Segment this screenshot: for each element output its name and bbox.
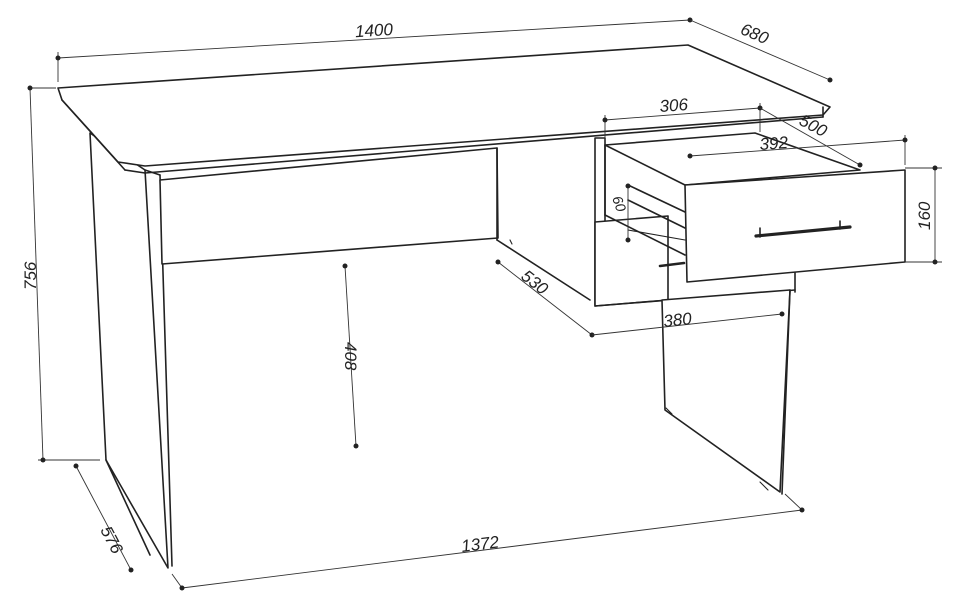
dim-dot: [128, 567, 134, 573]
dim-line-top-width: [57, 19, 691, 59]
label-top-width: 1400: [354, 20, 393, 41]
tabletop-front-edge: [61, 99, 126, 171]
dim-dot: [27, 85, 33, 91]
dim-dot: [857, 162, 863, 168]
dim-dot: [602, 117, 608, 123]
label-inner-width: 1372: [460, 532, 500, 556]
desk-structure: [57, 44, 906, 569]
dim-line-legroom: [344, 265, 357, 447]
dim-ext-inner-left: [171, 573, 183, 589]
dim-dot: [55, 55, 61, 61]
dim-dot: [902, 137, 908, 143]
dim-dot: [827, 77, 833, 83]
foot-left: [509, 239, 513, 245]
module-lower-front: [594, 215, 669, 307]
drawer-body: [604, 132, 861, 186]
drawer-slide-runner: [627, 229, 686, 241]
dim-dot: [495, 259, 501, 265]
dim-dot: [179, 585, 185, 591]
right-panel-front: [781, 289, 791, 495]
dim-line-drawer-width: [604, 107, 761, 121]
foot-right-front: [759, 481, 769, 491]
tabletop-front-bottom: [144, 116, 824, 174]
dim-dot: [73, 463, 79, 469]
drawer-front: [684, 169, 906, 283]
dim-dot: [625, 183, 631, 189]
dim-dot: [779, 311, 785, 317]
dim-line-inner-width: [181, 509, 803, 589]
label-height: 756: [21, 261, 40, 290]
dim-line-height: [29, 87, 44, 461]
label-top-depth: 680: [738, 20, 772, 49]
dim-dot: [932, 165, 938, 171]
label-side-depth: 576: [96, 523, 126, 557]
drawer-slide-lower: [627, 199, 686, 229]
lower-drawer-handle: [658, 261, 686, 268]
dimension-labels: 1400 680 756 576 1372 408 530 380 306 50…: [21, 20, 934, 558]
left-side-panel: [89, 132, 169, 569]
dim-line-drawer-depth: [759, 107, 861, 166]
dim-dot: [625, 237, 631, 243]
dim-dot: [687, 153, 693, 159]
dim-line-drawer-inner: [689, 139, 906, 157]
dim-dot: [40, 457, 46, 463]
left-panel-bottom-edge: [105, 459, 151, 556]
label-drawer-inner: 392: [759, 133, 789, 154]
dim-dot: [799, 507, 805, 513]
label-drawer-width: 306: [659, 95, 689, 116]
dim-dot: [342, 263, 348, 269]
dim-ext-inner-right: [784, 493, 803, 511]
dim-line-module-width: [591, 313, 783, 336]
dim-dot: [353, 443, 359, 449]
drawer-handle[interactable]: [754, 225, 852, 238]
drawer-bottom-side: [604, 214, 686, 256]
modesty-panel: [159, 147, 499, 265]
module-floor-edge: [496, 239, 591, 301]
dim-line-side-depth: [75, 465, 132, 571]
right-side-panel: [661, 289, 791, 493]
dim-line-top-depth: [689, 19, 831, 81]
label-drawer-height: 160: [915, 201, 934, 230]
drawer-slide-upper: [627, 184, 686, 213]
dim-line-module-depth: [497, 261, 593, 336]
dimension-lines: [27, 17, 942, 591]
tabletop-corner: [124, 169, 146, 174]
label-legroom-height: 408: [341, 342, 360, 371]
label-slide-offset: 60: [609, 194, 629, 214]
label-module-depth: 530: [518, 266, 552, 299]
label-module-width: 380: [662, 309, 693, 331]
dim-dot: [932, 259, 938, 265]
foot-right-back: [665, 407, 673, 415]
